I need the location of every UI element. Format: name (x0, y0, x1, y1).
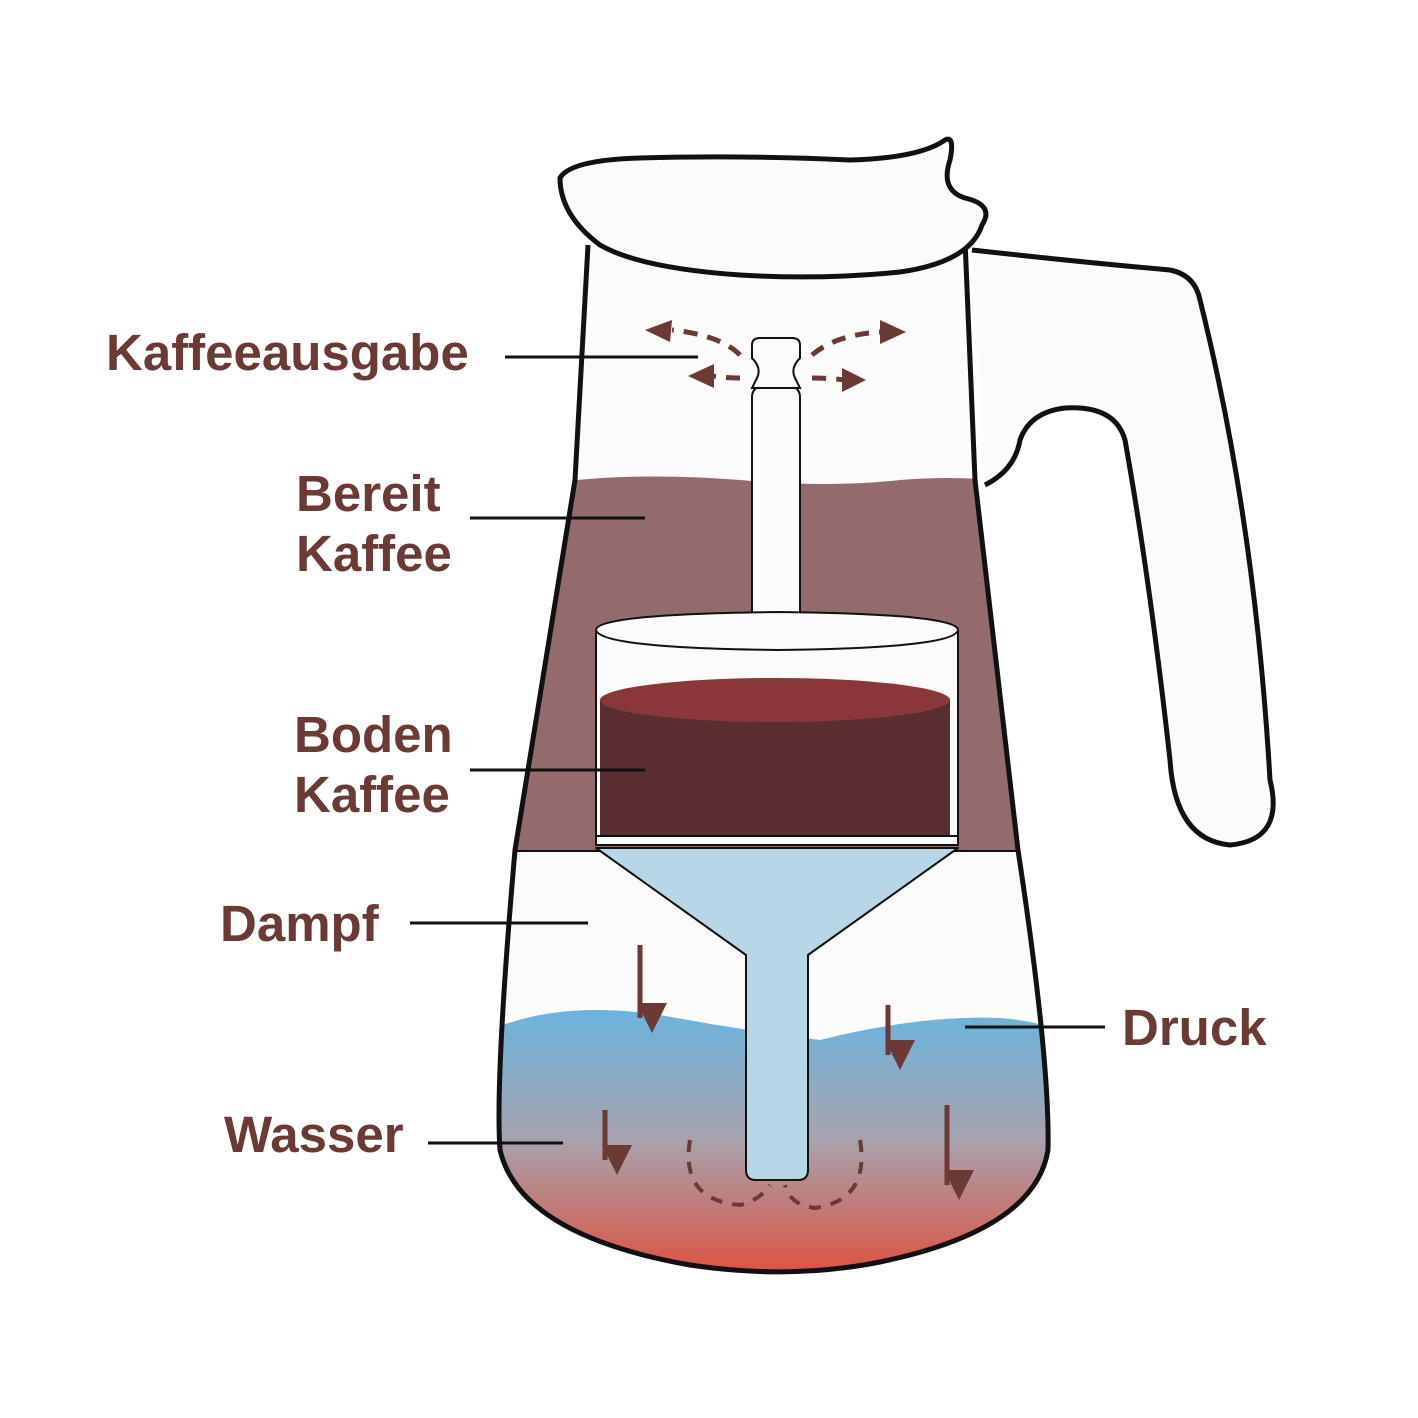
label-druck: Druck (1122, 999, 1267, 1056)
arrow-up-right-icon (880, 320, 906, 344)
label-bereit: Bereit (296, 465, 441, 522)
tube-nozzle (750, 337, 802, 389)
label-kaffeeausgabe: Kaffeeausgabe (106, 324, 469, 381)
arrow-up-left-icon (645, 320, 672, 342)
dashed-circulation-icon (686, 1139, 864, 1211)
label-wasser: Wasser (224, 1106, 404, 1163)
dashed-arrow-icon (671, 327, 881, 383)
central-tube (751, 384, 801, 626)
label-dampf: Dampf (220, 895, 380, 952)
coffee-grounds (600, 700, 950, 835)
coffee-grounds-top (600, 678, 950, 722)
arrow-right-icon (842, 368, 866, 392)
pot-handle (971, 247, 1276, 848)
pot-outline (496, 239, 1051, 1275)
label-bereit-kaffee: Kaffee (296, 525, 452, 582)
label-boden-kaffee: Kaffee (294, 766, 450, 823)
pot-lid (557, 136, 989, 280)
arrow-left-icon (688, 364, 714, 388)
funnel (595, 847, 959, 1181)
label-boden: Boden (294, 706, 453, 763)
